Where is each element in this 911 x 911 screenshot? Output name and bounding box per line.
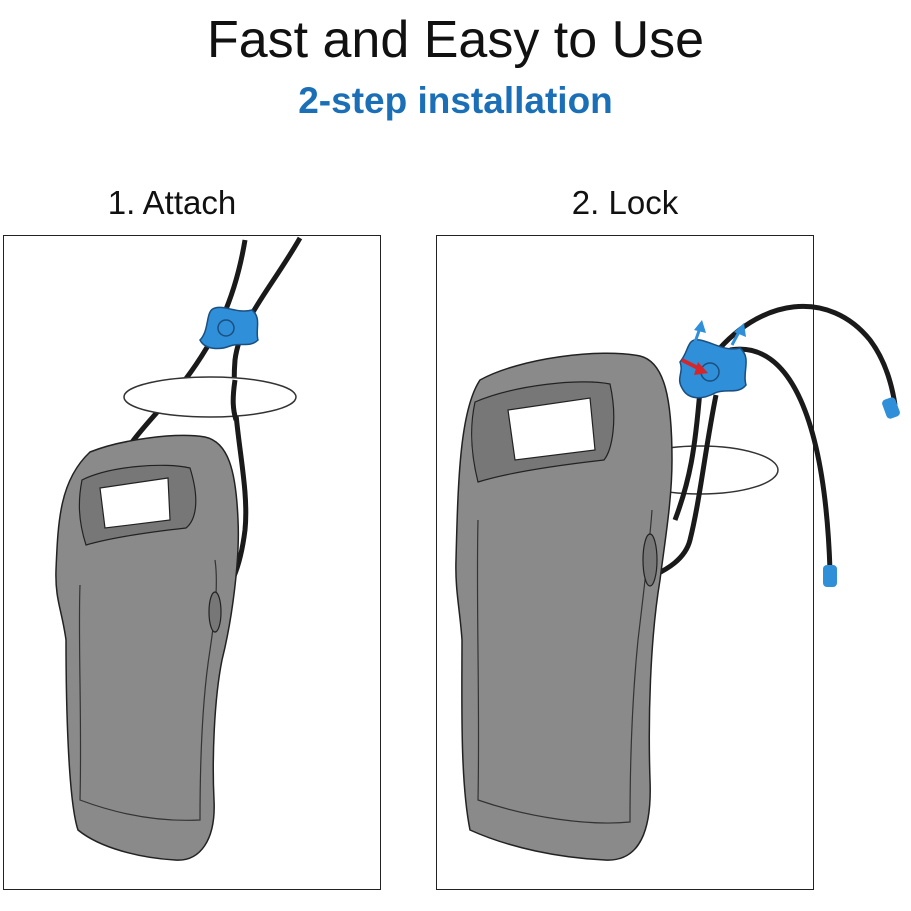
remote-body (455, 352, 673, 861)
step-1-label: 1. Attach (107, 184, 237, 221)
step-2-label: 2. Lock (571, 184, 679, 221)
page-subtitle: 2-step installation (298, 80, 613, 121)
step-2-panel (436, 235, 814, 890)
step-2-illustration (455, 303, 900, 861)
step-1-illustration (55, 236, 303, 861)
hole-ring (123, 376, 297, 418)
step-1-panel (3, 235, 381, 890)
page-title: Fast and Easy to Use (206, 11, 705, 69)
